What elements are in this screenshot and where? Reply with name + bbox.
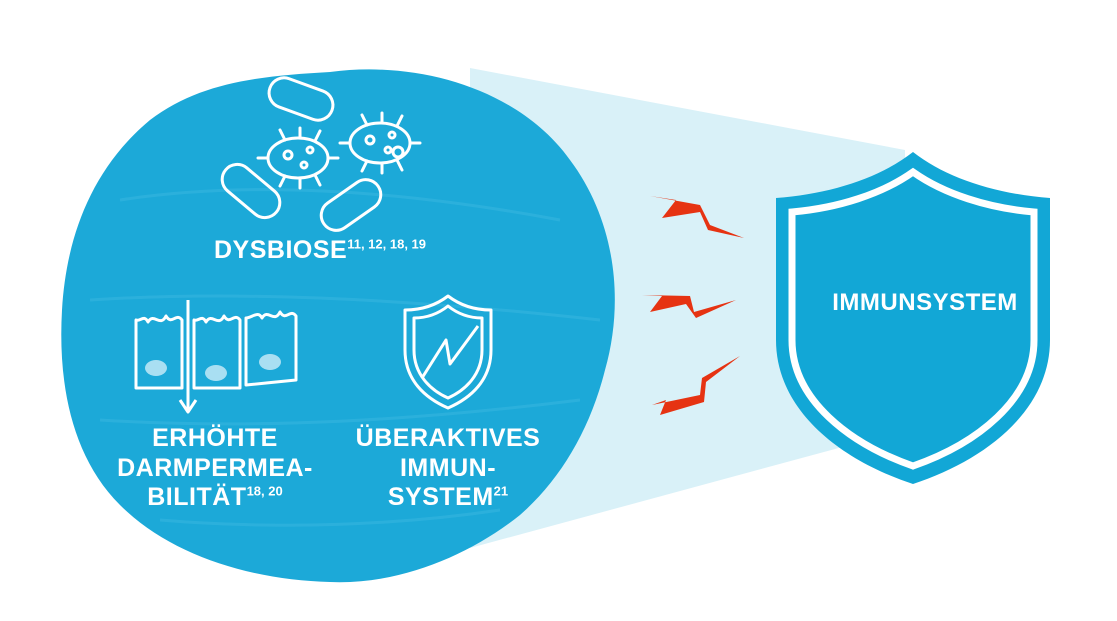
lightning-bolts [642,196,744,415]
permeability-line3: BILITÄT [147,483,247,511]
bacteria-icon [220,76,422,232]
shield-outer [776,152,1050,484]
overactive-line1: ÜBERAKTIVES [355,424,541,452]
overactive-line3: SYSTEM [387,483,494,511]
lightning-bolt-icon [652,356,740,415]
overactive-refs: 21 [493,483,509,499]
immune-system-label: IMMUNSYSTEM [832,289,1018,316]
gut-circle [61,69,615,583]
permeability-label: ERHÖHTE DARMPERMEA- BILITÄT18, 20 [100,424,330,513]
immune-shield [776,152,1050,484]
permeability-line2: DARMPERMEA- [117,453,313,482]
lightning-bolt-icon [642,295,736,318]
lightning-bolt-icon [650,196,744,238]
dysbiose-refs: 11, 12, 18, 19 [347,236,426,252]
overactive-line2: IMMUN- [399,453,497,482]
shield-white-border [788,167,1038,470]
permeability-line1: ERHÖHTE [152,424,278,452]
dysbiose-text: DYSBIOSE [214,236,348,264]
broken-shield-icon [403,294,493,410]
permeability-refs: 18, 20 [246,483,283,499]
overactive-immune-label: ÜBERAKTIVES IMMUN- SYSTEM21 [338,424,558,513]
paint-texture [89,188,601,527]
dysbiose-label: DYSBIOSE11, 12, 18, 19 [170,236,470,266]
gut-cells-icon [134,300,298,414]
